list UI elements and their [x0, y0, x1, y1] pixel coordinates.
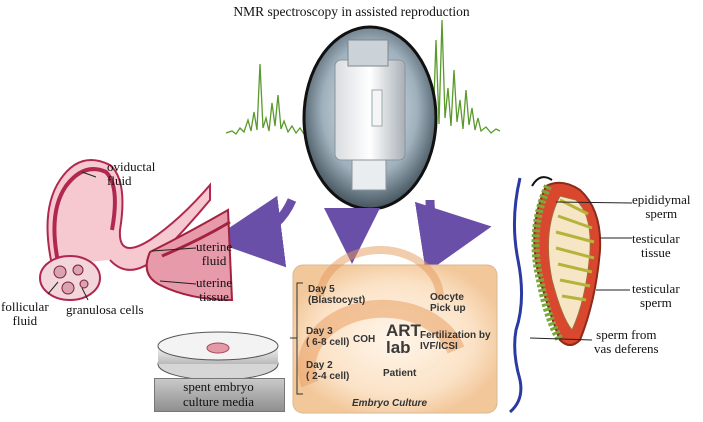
art-label-center: ART lab	[386, 321, 421, 357]
petri-dish-illustration	[157, 331, 279, 381]
art-label-embryo-culture: Embryo Culture	[352, 398, 428, 409]
label-uterine-tissue: uterine tissue	[196, 275, 233, 304]
label-follicular-fluid: follicular fluid	[1, 299, 49, 328]
art-label-day3: Day 3 ( 6-8 cell)	[306, 326, 350, 348]
label-uterine-fluid: uterine fluid	[196, 239, 233, 268]
label-granulosa-cells: granulosa cells	[66, 302, 144, 317]
female-tract-illustration	[39, 159, 234, 302]
label-testicular-tissue: testicular tissue	[632, 231, 680, 260]
arrow-right	[414, 199, 492, 274]
diagram-title: NMR spectroscopy in assisted reproductio…	[233, 4, 470, 19]
label-spent-embryo-media: spent embryo culture media	[182, 379, 255, 409]
art-label-day5: Day 5 (Blastocyst)	[308, 284, 366, 306]
art-label-day2: Day 2 ( 2-4 cell)	[306, 360, 350, 382]
art-lab-panel	[292, 264, 498, 414]
art-label-coh: COH	[353, 334, 376, 345]
label-epididymal-sperm: epididymal sperm	[632, 192, 691, 221]
arrow-left	[210, 195, 297, 268]
media-label-box	[154, 378, 285, 412]
art-label-fertilization: Fertilization by IVF/ICSI	[420, 330, 491, 352]
art-label-patient: Patient	[383, 368, 417, 379]
label-testicular-sperm: testicular sperm	[632, 281, 680, 310]
art-label-oocyte-pickup: Oocyte Pick up	[430, 292, 466, 314]
label-oviductal-fluid: oviductal fluid	[107, 159, 156, 188]
label-sperm-vas-deferens: sperm from vas deferens	[594, 327, 659, 356]
male-tract-illustration	[508, 176, 602, 414]
nmr-magnet-body	[334, 59, 406, 161]
